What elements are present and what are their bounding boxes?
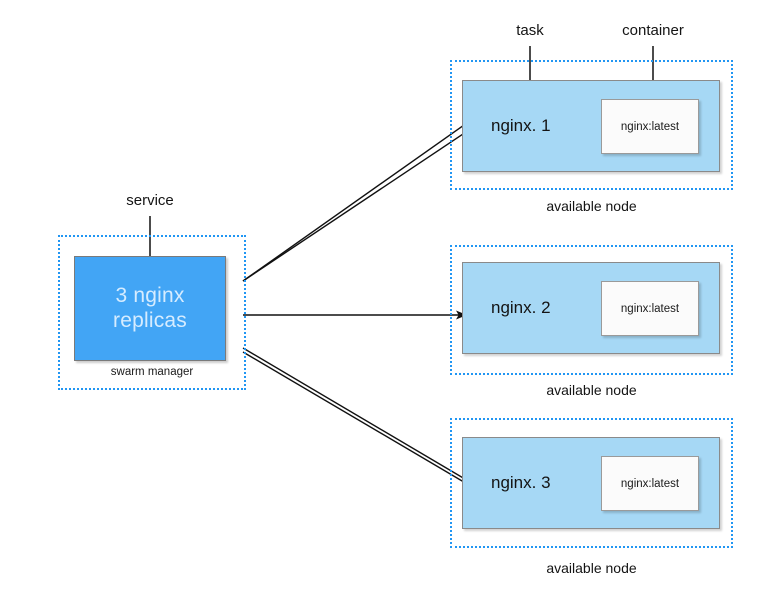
container-box-1[interactable]: nginx:latest xyxy=(601,99,699,154)
container-image-1: nginx:latest xyxy=(620,120,680,133)
container-box-2[interactable]: nginx:latest xyxy=(601,281,699,336)
available-node-1 xyxy=(450,60,733,190)
available-node-caption-3: available node xyxy=(546,560,637,576)
task-name-2: nginx. 2 xyxy=(491,298,551,317)
available-node-2 xyxy=(450,245,733,375)
task-box-3[interactable]: nginx. 3 nginx:latest xyxy=(462,437,720,529)
annotation-task: task xyxy=(516,22,544,39)
available-node-3 xyxy=(450,418,733,548)
swarm-manager-caption: swarm manager xyxy=(110,366,194,378)
service-label: 3 nginx replicas xyxy=(113,283,187,332)
annotation-service: service xyxy=(126,192,174,209)
task-name-1: nginx. 1 xyxy=(491,116,551,135)
available-node-caption-1: available node xyxy=(546,198,637,214)
arrow-service-to-node-3 xyxy=(242,347,475,489)
arrow-service-to-node-1 xyxy=(242,117,479,282)
service-box[interactable]: 3 nginx replicas xyxy=(74,256,226,361)
task-box-2[interactable]: nginx. 2 nginx:latest xyxy=(462,262,720,354)
container-image-3: nginx:latest xyxy=(620,477,680,490)
task-name-3: nginx. 3 xyxy=(491,473,551,492)
container-image-2: nginx:latest xyxy=(620,302,680,315)
container-box-3[interactable]: nginx:latest xyxy=(601,456,699,511)
annotation-container: container xyxy=(622,22,684,39)
available-node-caption-2: available node xyxy=(546,382,637,398)
task-box-1[interactable]: nginx. 1 nginx:latest xyxy=(462,80,720,172)
swarm-manager-container xyxy=(58,235,246,390)
